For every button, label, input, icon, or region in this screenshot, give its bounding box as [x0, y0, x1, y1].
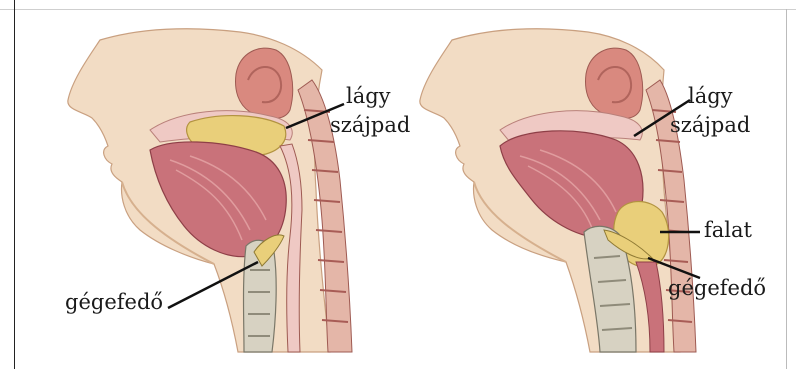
label-epiglottis-left: gégefedő: [65, 290, 163, 314]
label-soft-palate-line1-left: lágy: [346, 84, 391, 108]
label-soft-palate-line1-right: lágy: [688, 84, 733, 108]
label-bolus: falat: [704, 218, 752, 242]
head-swallowing: [420, 29, 696, 352]
label-soft-palate-line2-right: szájpad: [670, 113, 750, 137]
label-epiglottis-right: gégefedő: [668, 276, 766, 300]
label-soft-palate-line2-left: szájpad: [330, 113, 410, 137]
